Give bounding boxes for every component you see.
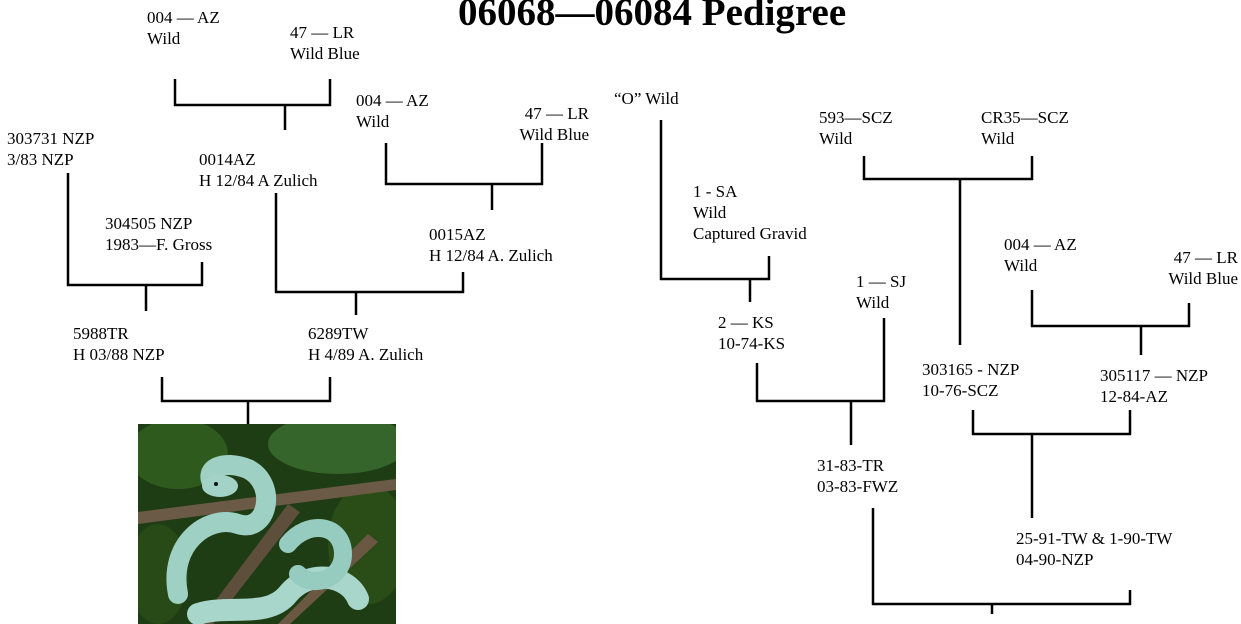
node-info: Wild Blue — [1168, 269, 1238, 288]
node-info: Wild — [981, 129, 1015, 148]
node-47-lr-left: 47 — LR Wild Blue — [290, 22, 360, 64]
node-info: Wild — [693, 203, 727, 222]
node-id: 303165 - NZP — [922, 360, 1020, 379]
node-25-91-tw: 25-91-TW & 1-90-TW 04-90-NZP — [1016, 528, 1172, 570]
node-o-wild: “O” Wild — [614, 88, 679, 109]
node-info: 3/83 NZP — [7, 150, 74, 169]
node-info: H 12/84 A. Zulich — [429, 246, 553, 265]
node-info: 04-90-NZP — [1016, 550, 1094, 569]
page-title: 06068—06084 Pedigree — [458, 0, 847, 34]
node-id: 2 — KS — [718, 313, 774, 332]
node-id: 1 — SJ — [856, 272, 907, 291]
node-0014az: 0014AZ H 12/84 A Zulich — [199, 149, 318, 191]
node-2-ks: 2 — KS 10-74-KS — [718, 312, 785, 354]
node-id: 593—SCZ — [819, 108, 893, 127]
node-info: 12-84-AZ — [1100, 387, 1168, 406]
node-info: H 4/89 A. Zulich — [308, 345, 424, 364]
node-id: CR35—SCZ — [981, 108, 1069, 127]
node-303165-nzp: 303165 - NZP 10-76-SCZ — [922, 359, 1019, 401]
node-304505-nzp: 304505 NZP 1983—F. Gross — [105, 213, 212, 255]
node-id: 305117 — NZP — [1100, 366, 1208, 385]
node-47-lr-middle: 47 — LR Wild Blue — [487, 103, 589, 145]
node-id: 004 — AZ — [356, 91, 429, 110]
node-593-scz: 593—SCZ Wild — [819, 107, 893, 149]
node-id: 31-83-TR — [817, 456, 885, 475]
node-info: Wild — [1004, 256, 1038, 275]
node-6289tw: 6289TW H 4/89 A. Zulich — [308, 323, 423, 365]
node-id: 0014AZ — [199, 150, 256, 169]
node-004-az-left: 004 — AZ Wild — [147, 7, 220, 49]
node-info: Wild — [819, 129, 853, 148]
node-info: 10-76-SCZ — [922, 381, 999, 400]
node-id: 0015AZ — [429, 225, 486, 244]
node-info: Wild — [147, 29, 181, 48]
node-id: 25-91-TW & 1-90-TW — [1016, 529, 1173, 548]
node-id: 47 — LR — [1173, 248, 1238, 267]
node-1-sj: 1 — SJ Wild — [856, 271, 906, 313]
node-id: 47 — LR — [524, 104, 589, 123]
snake-photo — [138, 424, 396, 624]
node-id: 004 — AZ — [147, 8, 220, 27]
node-303731-nzp: 303731 NZP 3/83 NZP — [7, 128, 94, 170]
node-id: 1 - SA — [693, 182, 738, 201]
node-id: 47 — LR — [290, 23, 355, 42]
node-0015az: 0015AZ H 12/84 A. Zulich — [429, 224, 553, 266]
node-cr35-scz: CR35—SCZ Wild — [981, 107, 1069, 149]
node-id: 5988TR — [73, 324, 129, 343]
node-5988tr: 5988TR H 03/88 NZP — [73, 323, 165, 365]
node-id: 6289TW — [308, 324, 369, 343]
node-31-83-tr: 31-83-TR 03-83-FWZ — [817, 455, 898, 497]
node-004-az-right: 004 — AZ Wild — [1004, 234, 1077, 276]
node-info: H 12/84 A Zulich — [199, 171, 318, 190]
node-47-lr-right: 47 — LR Wild Blue — [1136, 247, 1238, 289]
node-id: 303731 NZP — [7, 129, 95, 148]
node-1-sa: 1 - SA Wild Captured Gravid — [693, 181, 807, 244]
node-id: 004 — AZ — [1004, 235, 1077, 254]
node-info: 10-74-KS — [718, 334, 786, 353]
node-info: Wild — [856, 293, 890, 312]
node-note: Captured Gravid — [693, 224, 807, 243]
node-info: Wild — [356, 112, 390, 131]
node-id: “O” Wild — [614, 89, 679, 108]
node-info: 03-83-FWZ — [817, 477, 899, 496]
node-id: 304505 NZP — [105, 214, 193, 233]
node-004-az-middle: 004 — AZ Wild — [356, 90, 429, 132]
node-info: H 03/88 NZP — [73, 345, 165, 364]
node-info: Wild Blue — [519, 125, 589, 144]
green-tree-python-image — [138, 424, 396, 624]
node-info: Wild Blue — [290, 44, 360, 63]
node-305117-nzp: 305117 — NZP 12-84-AZ — [1100, 365, 1208, 407]
node-info: 1983—F. Gross — [105, 235, 213, 254]
